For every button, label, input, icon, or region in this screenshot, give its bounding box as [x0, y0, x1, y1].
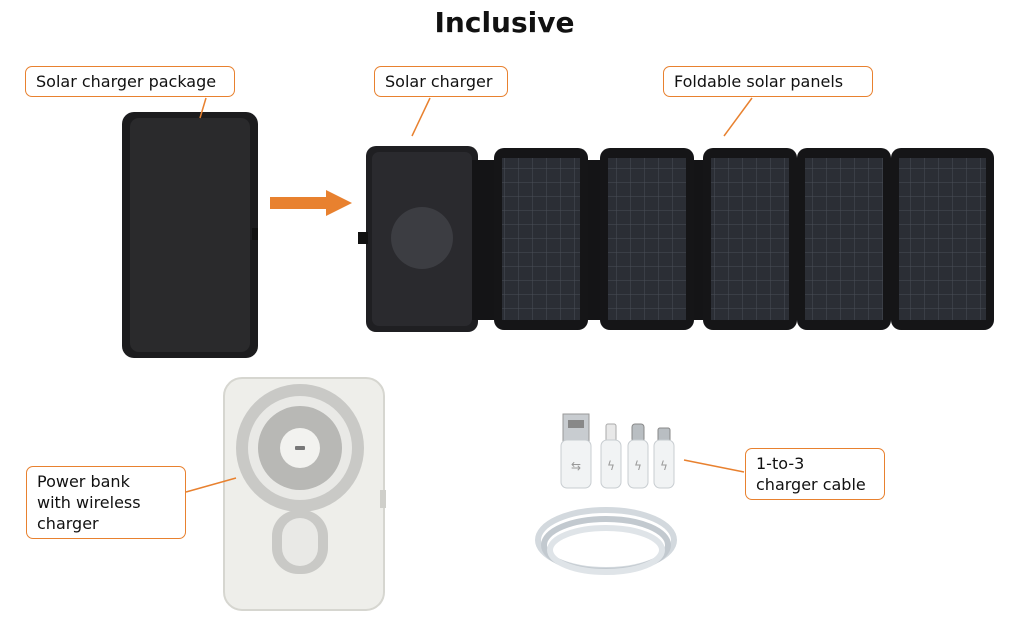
callout-label: charger cable — [756, 475, 866, 494]
solar-charger-package-image — [122, 112, 258, 358]
svg-text:⇆: ⇆ — [571, 459, 581, 473]
solar-charger-image — [358, 146, 478, 332]
arrow-icon — [270, 190, 352, 216]
callout-label: 1-to-3 — [756, 454, 805, 473]
power-bank-image — [223, 377, 386, 611]
callout-label: Solar charger — [385, 72, 493, 91]
callout-label: with wireless — [37, 493, 141, 512]
usb-cable-image: ⇆ ϟ ϟ ϟ — [535, 413, 677, 575]
callout-foldable-solar-panels: Foldable solar panels — [663, 66, 873, 97]
callout-pointers — [185, 97, 753, 493]
svg-text:ϟ: ϟ — [607, 459, 615, 473]
svg-text:ϟ: ϟ — [634, 459, 642, 473]
callout-label: Solar charger package — [36, 72, 217, 91]
callout-solar-charger: Solar charger — [374, 66, 508, 97]
callout-solar-charger-package: Solar charger package — [25, 66, 235, 97]
callout-power-bank: Power bank with wireless charger — [26, 466, 186, 539]
foldable-solar-panels-image — [472, 148, 994, 330]
callout-label: Power bank — [37, 472, 130, 491]
callout-label: Foldable solar panels — [674, 72, 844, 91]
callout-charger-cable: 1-to-3 charger cable — [745, 448, 885, 500]
page-title: Inclusive — [434, 6, 575, 39]
callout-label: charger — [37, 514, 99, 533]
svg-text:ϟ: ϟ — [660, 459, 668, 473]
